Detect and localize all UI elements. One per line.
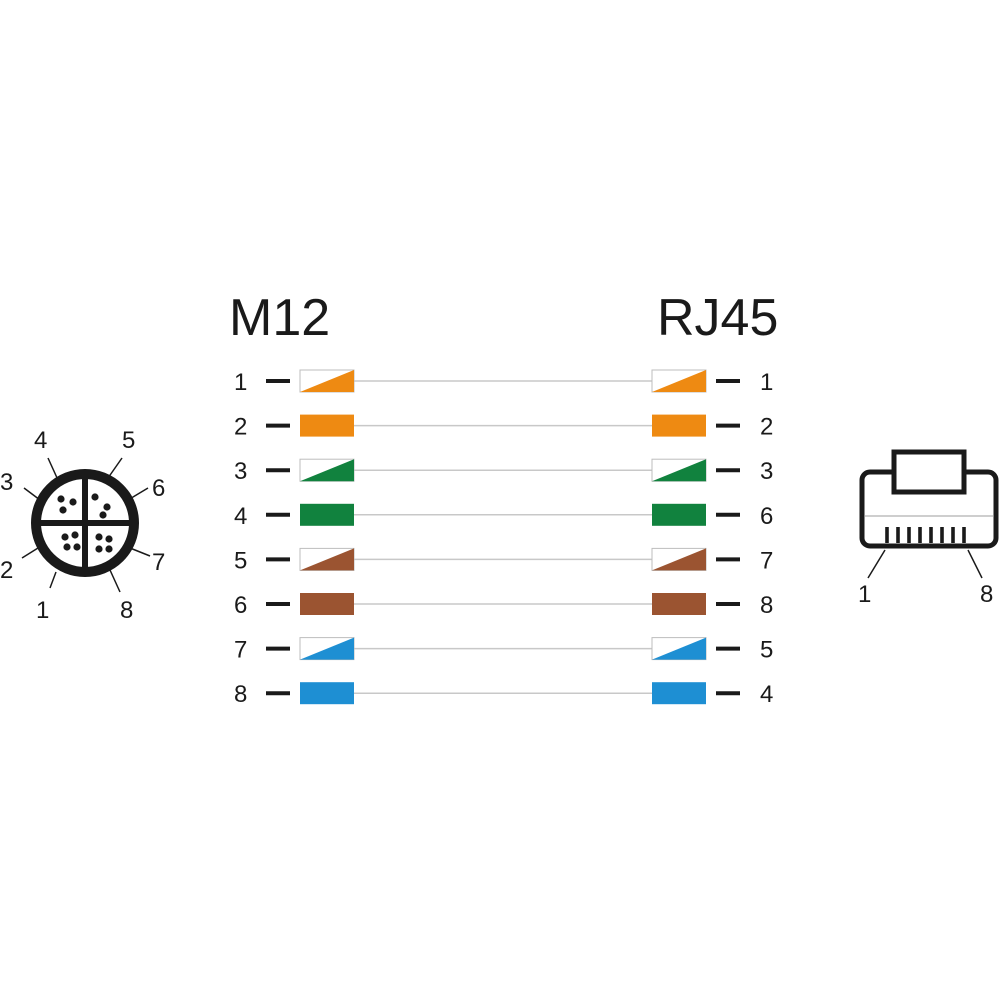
m12-leaders xyxy=(21,457,151,593)
rj45-pin-label-last: 8 xyxy=(980,581,993,608)
m12-pin-number: 1 xyxy=(234,369,247,396)
m12-pin-dot xyxy=(105,545,113,553)
rj45-wire-swatch xyxy=(652,414,706,437)
m12-pin-dot xyxy=(91,493,99,501)
m12-pin-dot xyxy=(63,543,71,551)
m12-face-pin-label: 3 xyxy=(0,469,13,496)
rj45-plug: 1 8 xyxy=(858,449,999,608)
m12-pin-dot xyxy=(61,533,69,541)
m12-leader-line xyxy=(107,457,123,479)
m12-wire-swatch xyxy=(300,503,354,526)
m12-face-pin-label: 7 xyxy=(152,549,165,576)
m12-wire-swatch xyxy=(300,593,354,615)
rj45-contact xyxy=(962,527,966,543)
rj45-leader-last xyxy=(967,549,983,579)
rj45-latch xyxy=(891,449,967,495)
m12-pin-dot xyxy=(73,543,81,551)
m12-pin-dot xyxy=(71,531,79,539)
m12-pin-number: 4 xyxy=(234,503,247,530)
rj45-wire-swatch xyxy=(652,682,706,705)
m12-face-pin-label: 2 xyxy=(0,557,13,584)
rj45-pin-number: 5 xyxy=(760,637,773,664)
rj45-contact xyxy=(929,527,933,543)
rj45-pin-number: 7 xyxy=(760,547,773,574)
m12-wire-swatch xyxy=(300,682,354,705)
m12-wire-swatch xyxy=(300,414,354,437)
m12-wire-swatch xyxy=(299,547,355,571)
m12-pin-dot xyxy=(103,503,111,511)
m12-pin-dot xyxy=(57,495,65,503)
rj45-contact xyxy=(918,527,922,543)
m12-pin-labels: 12 34 56 78 xyxy=(0,427,165,624)
m12-pin-dot xyxy=(59,506,67,514)
rj45-wire-swatch xyxy=(651,458,707,482)
rj45-pin-label-first: 1 xyxy=(858,581,871,608)
m12-leader-line xyxy=(23,487,41,501)
m12-face-pin-label: 6 xyxy=(152,475,165,502)
m12-pin-dot xyxy=(95,533,103,541)
rj45-contacts xyxy=(885,527,966,543)
m12-face-pin-label: 4 xyxy=(34,427,47,454)
m12-pin-number: 2 xyxy=(234,414,247,441)
m12-leader-line xyxy=(109,569,121,593)
rj45-contact xyxy=(896,527,900,543)
m12-pin-dot xyxy=(95,545,103,553)
rj45-leader-first xyxy=(867,549,886,579)
rj45-contact xyxy=(885,527,889,543)
m12-pin-number: 3 xyxy=(234,458,247,485)
m12-leader-line xyxy=(49,571,57,589)
rj45-wire-swatch xyxy=(652,593,706,615)
m12-pin-dot xyxy=(69,498,77,506)
m12-face-pin-label: 8 xyxy=(120,597,133,624)
m12-heading: M12 xyxy=(229,289,330,347)
m12-pin-dot xyxy=(99,511,107,519)
rj45-wire-swatch xyxy=(652,503,706,526)
m12-leader-line xyxy=(21,547,39,559)
rj45-wire-swatch xyxy=(651,637,707,661)
m12-pin-number: 6 xyxy=(234,592,247,619)
rj45-pin-number: 4 xyxy=(760,681,773,708)
m12-leader-line xyxy=(129,547,151,557)
m12-connector-face: 12 34 56 78 xyxy=(0,427,165,624)
rj45-pin-number: 6 xyxy=(760,503,773,530)
m12-wire-swatch xyxy=(299,458,355,482)
rj45-contact xyxy=(940,527,944,543)
rj45-pin-number: 1 xyxy=(760,369,773,396)
rj45-contact xyxy=(951,527,955,543)
m12-pin-number: 5 xyxy=(234,547,247,574)
rj45-wire-swatch xyxy=(651,547,707,571)
m12-pin-number: 8 xyxy=(234,681,247,708)
m12-face-pin-label: 1 xyxy=(36,597,49,624)
m12-wire-swatch xyxy=(299,637,355,661)
rj45-pin-number: 8 xyxy=(760,592,773,619)
rj45-pin-number: 3 xyxy=(760,458,773,485)
m12-pin-number: 7 xyxy=(234,637,247,664)
m12-leader-line xyxy=(47,457,59,481)
rj45-wire-swatch xyxy=(651,369,707,393)
m12-face-pin-label: 5 xyxy=(122,427,135,454)
m12-pins xyxy=(57,493,113,553)
m12-pin-dot xyxy=(105,535,113,543)
rj45-pin-number: 2 xyxy=(760,414,773,441)
rj45-heading: RJ45 xyxy=(657,289,778,347)
m12-wire-swatch xyxy=(299,369,355,393)
m12-outer-ring xyxy=(31,469,139,577)
m12-leader-line xyxy=(127,487,149,501)
rj45-contact xyxy=(907,527,911,543)
